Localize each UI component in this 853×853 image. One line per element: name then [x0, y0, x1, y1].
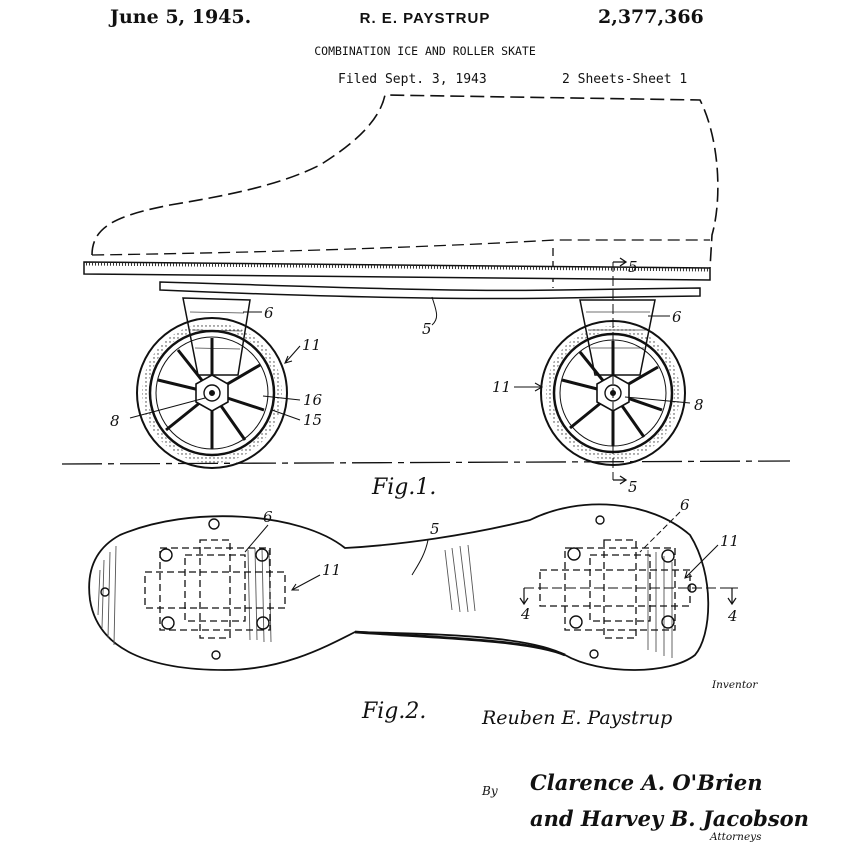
boot-outline [91, 94, 719, 269]
filed-date: Filed Sept. 3, 1943 [338, 72, 487, 87]
fig2-label-wheel-left-11: 11 [322, 561, 341, 579]
label-tire-15: 15 [303, 411, 322, 429]
fig2-label-section-left-4: 4 [520, 605, 531, 623]
inventor-signature: Reuben E. Paystrup [481, 707, 672, 729]
fig2-label-section-right-4: 4 [727, 607, 738, 625]
figure-2 [88, 503, 738, 671]
fig2-label-truck-right-6: 6 [680, 496, 690, 514]
patent-title: COMBINATION ICE AND ROLLER SKATE [314, 44, 536, 58]
label-axle-left-8: 8 [110, 412, 120, 430]
inventor-name-heading: R. E. PAYSTRUP [359, 10, 491, 27]
label-axle-right-8: 8 [694, 396, 704, 414]
attorneys-caption: Attorneys [709, 831, 762, 843]
patent-number: 2,377,366 [598, 6, 704, 28]
wheel-left [136, 317, 288, 469]
label-wheel-right-11: 11 [492, 378, 511, 396]
by-label: By [481, 784, 498, 798]
fig2-label-truck-left-6: 6 [263, 508, 273, 526]
patent-date: June 5, 1945. [110, 6, 252, 28]
fig2-label-wheel-right-11: 11 [720, 532, 739, 550]
skate-plate [159, 281, 701, 300]
fig-2-caption: Fig.2. [361, 699, 426, 724]
fig2-label-plate-5: 5 [430, 520, 440, 538]
figure-1 [61, 94, 791, 485]
fig-1-caption: Fig.1. [371, 475, 436, 500]
label-hub-16: 16 [303, 391, 323, 409]
label-truck-right-6: 6 [672, 308, 682, 326]
label-section-bottom-5: 5 [628, 478, 638, 496]
truck-right [579, 299, 656, 376]
inventor-caption: Inventor [711, 679, 758, 691]
attorney-signature-2: and Harvey B. Jacobson [530, 806, 809, 831]
attorney-signature-1: Clarence A. O'Brien [530, 770, 763, 795]
plate-outline-bottom-view [88, 503, 710, 671]
label-wheel-left-11: 11 [302, 336, 321, 354]
sheet-count: 2 Sheets-Sheet 1 [562, 72, 688, 87]
label-section-top-5: 5 [628, 258, 638, 276]
ground-line [61, 460, 791, 465]
boot-welt-line [91, 239, 710, 256]
truck-left [182, 297, 251, 376]
sole [83, 261, 711, 281]
label-plate-5: 5 [422, 320, 432, 338]
label-truck-left-6: 6 [264, 304, 274, 322]
